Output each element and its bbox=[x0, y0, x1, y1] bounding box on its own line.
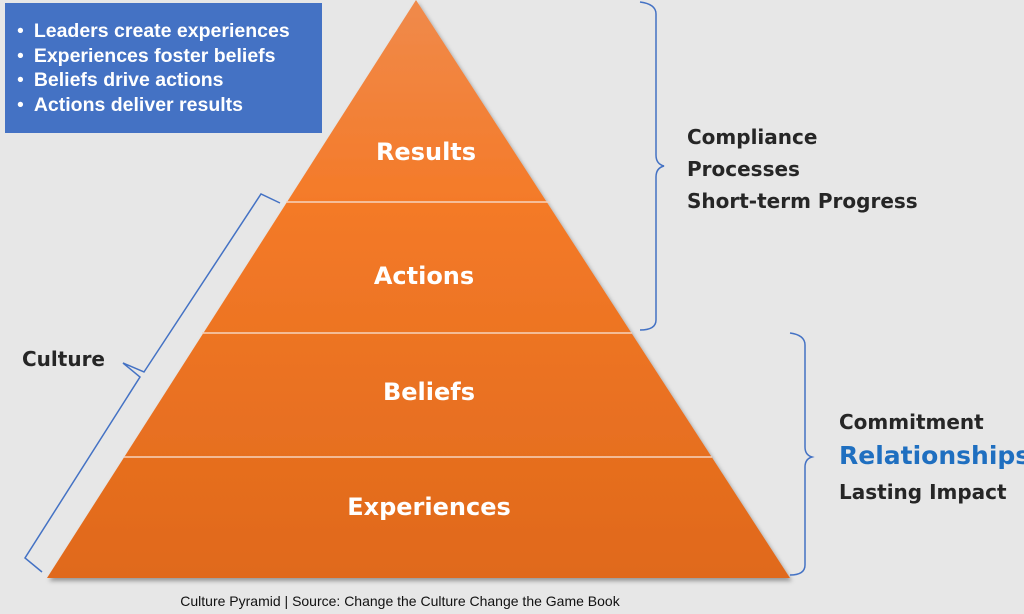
pyramid bbox=[47, 0, 790, 578]
outcome-relationships: Relationships bbox=[839, 441, 1024, 470]
principle-item: Actions deliver results bbox=[17, 93, 322, 118]
tier-results: Results bbox=[375, 138, 477, 166]
outcome-short-term-progress: Short-term Progress bbox=[687, 189, 918, 213]
principle-item: Leaders create experiences bbox=[17, 19, 322, 44]
principles-box: Leaders create experiences Experiences f… bbox=[5, 3, 322, 133]
principle-item: Experiences foster beliefs bbox=[17, 44, 322, 69]
upper-right-bracket bbox=[639, 1, 665, 331]
outcome-processes: Processes bbox=[687, 157, 800, 181]
principle-item: Beliefs drive actions bbox=[17, 68, 322, 93]
tier-actions: Actions bbox=[373, 262, 475, 290]
tier-experiences: Experiences bbox=[347, 493, 511, 521]
culture-bracket bbox=[24, 193, 281, 573]
tier-beliefs: Beliefs bbox=[382, 378, 476, 406]
outcome-compliance: Compliance bbox=[687, 125, 818, 149]
culture-label: Culture bbox=[22, 347, 105, 371]
outcome-lasting-impact: Lasting Impact bbox=[839, 480, 1007, 504]
caption: Culture Pyramid | Source: Change the Cul… bbox=[180, 593, 620, 609]
lower-right-bracket bbox=[789, 332, 815, 576]
outcome-commitment: Commitment bbox=[839, 410, 984, 434]
